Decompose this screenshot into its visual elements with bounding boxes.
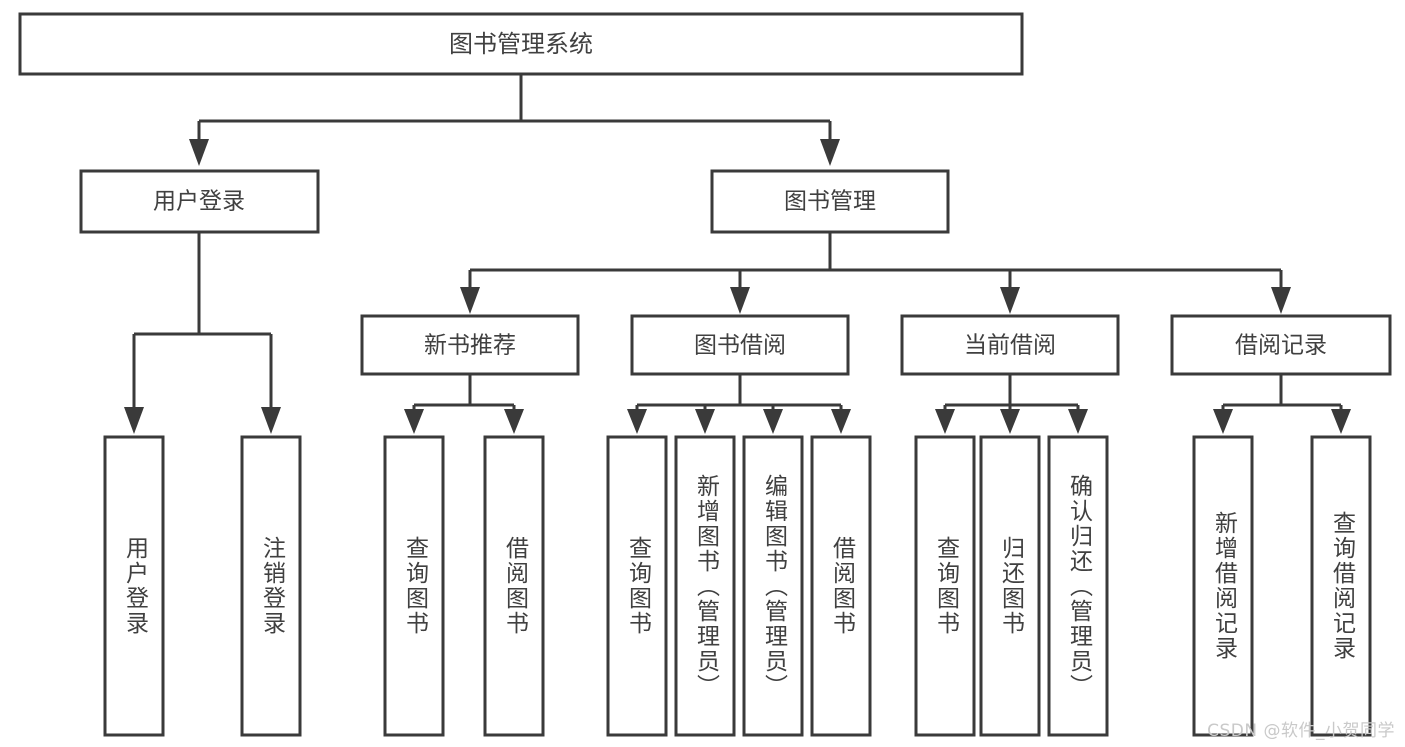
leaf-box-query-book-3[interactable] [914,435,976,737]
arrow-to-book-borrow [730,287,750,314]
connector-group-borrow-record [1213,374,1351,434]
node-current-borrow-box[interactable] [900,314,1120,376]
connector-group-current-borrow [935,374,1088,434]
arrow-to-leaf-query-book-3 [935,409,955,434]
arrow-to-leaf-return-book [1000,409,1020,434]
connector-group-user-login [124,232,281,434]
node-new-book-recommend-label: 新书推荐 [424,333,516,359]
arrow-to-leaf-edit-book [763,409,783,434]
node-user-login[interactable]: 用户登录 [79,169,320,234]
connector-group-new-book-recommend [404,374,524,434]
leaf-box-query-record[interactable] [1310,435,1372,737]
arrow-to-current-borrow [1000,287,1020,314]
node-book-borrow-label: 图书借阅 [694,333,786,359]
node-book-borrow-box[interactable] [630,314,850,376]
node-user-login-label: 用户登录 [153,189,245,215]
node-book-manage-box[interactable] [710,169,950,234]
leaf-box-borrow-book-2[interactable] [810,435,872,737]
node-new-book-recommend-box[interactable] [360,314,580,376]
node-user-login-box[interactable] [79,169,320,234]
node-borrow-record-label: 借阅记录 [1235,333,1327,359]
leaf-box-logout-login[interactable] [240,435,302,737]
node-current-borrow[interactable]: 当前借阅 [900,314,1120,376]
node-book-manage-label: 图书管理 [784,189,876,215]
leaf-box-edit-book[interactable] [742,435,804,737]
arrow-to-leaf-confirm-return [1068,409,1088,434]
leaf-box-borrow-book-1[interactable] [483,435,545,737]
leaf-box-add-record[interactable] [1192,435,1254,737]
node-current-borrow-label: 当前借阅 [964,333,1056,359]
connector-group-book-manage [460,232,1291,314]
arrow-to-leaf-add-book [695,409,715,434]
connector-group-root [189,75,840,166]
arrow-to-leaf-query-book-2 [627,409,647,434]
arrow-to-leaf-add-record [1213,409,1233,434]
leaf-box-query-book-1[interactable] [383,435,445,737]
leaf-box-return-book[interactable] [979,435,1041,737]
node-borrow-record[interactable]: 借阅记录 [1170,314,1392,376]
node-book-borrow[interactable]: 图书借阅 [630,314,850,376]
arrow-to-leaf-borrow-book-2 [831,409,851,434]
leaf-box-confirm-return[interactable] [1047,435,1109,737]
node-new-book-recommend[interactable]: 新书推荐 [360,314,580,376]
arrow-to-leaf-query-book-1 [404,409,424,434]
arrow-to-user-login [189,139,209,166]
node-root[interactable]: 图书管理系统 [18,12,1024,76]
leaf-boxes-group [103,435,1372,737]
arrow-to-leaf-borrow-book-1 [504,409,524,434]
arrow-to-new-book-recommend [460,287,480,314]
arrow-to-leaf-user-login [124,407,144,434]
arrow-to-leaf-query-record [1331,409,1351,434]
leaf-box-query-book-2[interactable] [606,435,668,737]
node-book-manage[interactable]: 图书管理 [710,169,950,234]
arrow-to-borrow-record [1271,287,1291,314]
leaf-box-user-login[interactable] [103,435,165,737]
node-borrow-record-box[interactable] [1170,314,1392,376]
arrow-to-book-manage [820,139,840,166]
node-root-box[interactable] [18,12,1024,76]
arrow-to-leaf-logout-login [261,407,281,434]
node-root-label: 图书管理系统 [449,30,593,58]
leaf-box-add-book[interactable] [674,435,736,737]
connector-group-book-borrow [627,374,851,434]
csdn-watermark: CSDN @软件_小贺同学 [1207,721,1395,741]
